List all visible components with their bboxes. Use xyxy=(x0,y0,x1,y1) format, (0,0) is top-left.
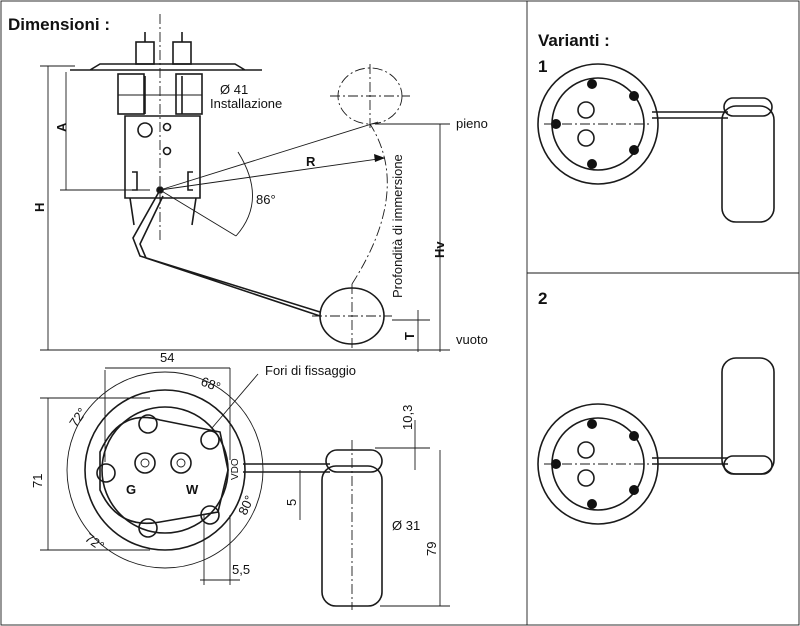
angle-80-label: 80° xyxy=(235,493,257,517)
sensor-housing xyxy=(124,115,201,226)
angle-68-label: 68° xyxy=(199,374,223,395)
float-arm xyxy=(132,189,321,317)
float-full xyxy=(330,64,410,130)
dim-71-label: 71 xyxy=(30,474,45,488)
hv-label: Hv xyxy=(432,241,447,258)
variant-1-drawing xyxy=(537,63,775,223)
immersion-depth-label: Profondità di immersione xyxy=(390,154,405,298)
top-view xyxy=(40,367,450,610)
diameter-41-label: Ø 41 xyxy=(220,82,248,97)
mounting-flange xyxy=(70,63,262,71)
float-top-view xyxy=(321,440,383,610)
dim-5-5-label: 5,5 xyxy=(232,562,250,577)
sensor-tube xyxy=(117,73,203,115)
angle-72-top-label: 72° xyxy=(66,405,90,430)
radius-r-label: R xyxy=(306,154,316,169)
variant-1-label: 1 xyxy=(538,57,547,76)
terminal-w-label: W xyxy=(186,482,199,497)
installation-label: Installazione xyxy=(210,96,282,111)
variant-2-drawing xyxy=(537,357,775,525)
dim-54-label: 54 xyxy=(160,350,174,365)
dim-79-label: 79 xyxy=(424,542,439,556)
diameter-31-label: Ø 31 xyxy=(392,518,420,533)
dim-10-3-label: 10,3 xyxy=(400,405,415,430)
full-label: pieno xyxy=(456,116,488,131)
terminal-posts xyxy=(135,32,192,65)
dim-h-label: H xyxy=(32,203,47,212)
side-view xyxy=(40,14,450,352)
dim-5-label: 5 xyxy=(284,499,299,506)
dim-t-label: T xyxy=(402,332,417,340)
terminal-g-label: G xyxy=(126,482,136,497)
float-empty xyxy=(312,284,392,350)
empty-label: vuoto xyxy=(456,332,488,347)
dim-a-label: A xyxy=(54,122,69,132)
dimensions-title: Dimensioni : xyxy=(8,15,110,34)
brand-label: VDO xyxy=(230,458,241,480)
angle-86-label: 86° xyxy=(256,192,276,207)
variant-2-label: 2 xyxy=(538,289,547,308)
terminals xyxy=(134,452,192,474)
fixing-holes-label: Fori di fissaggio xyxy=(265,363,356,378)
variants-title: Varianti : xyxy=(538,31,610,50)
fixing-holes xyxy=(96,414,220,538)
